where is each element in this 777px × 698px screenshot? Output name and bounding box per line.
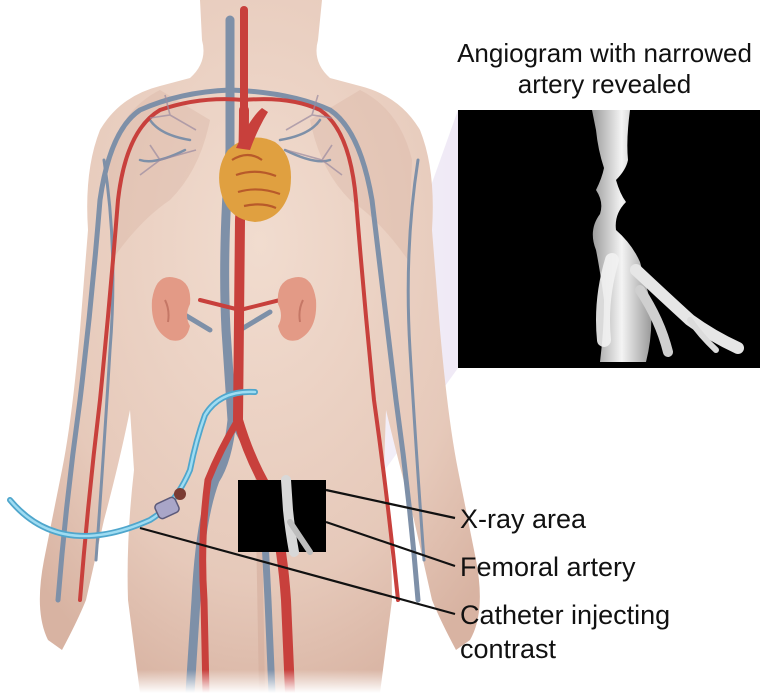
inset-title-line1: Angiogram with narrowed bbox=[432, 38, 777, 69]
xray-area-label: X-ray area bbox=[460, 504, 586, 535]
catheter-label-line1: Catheter injecting bbox=[460, 600, 670, 631]
angiogram-inset bbox=[458, 110, 760, 368]
xray-area-box bbox=[238, 480, 326, 552]
inset-title-line2: artery revealed bbox=[432, 69, 777, 100]
catheter-label-line2: contrast bbox=[460, 634, 556, 665]
inset-title: Angiogram with narrowed artery revealed bbox=[432, 38, 777, 100]
femoral-artery-label: Femoral artery bbox=[460, 552, 636, 583]
